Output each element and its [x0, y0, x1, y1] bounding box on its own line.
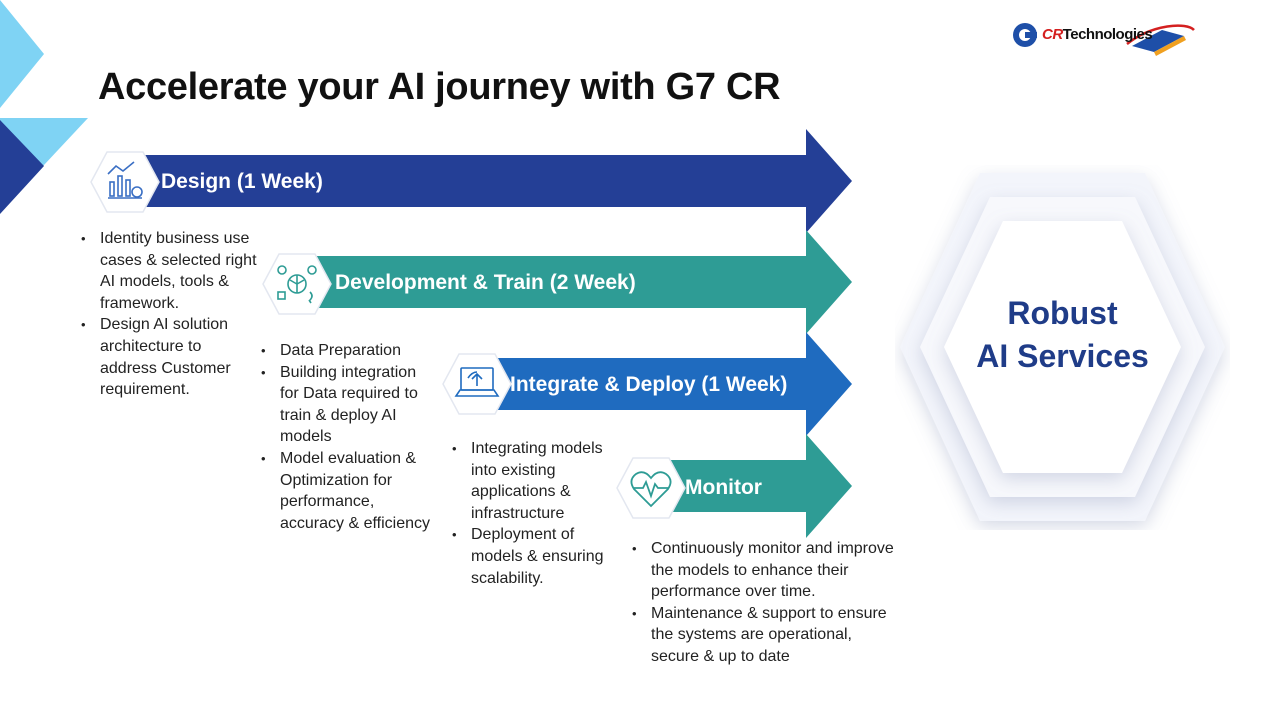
development-arrow: [290, 230, 852, 334]
page-title: Accelerate your AI journey with G7 CR: [98, 66, 781, 108]
ai-brain-gear-icon: [262, 253, 332, 315]
monitor-arrow: [650, 434, 852, 538]
integrate-arrow: [478, 332, 852, 436]
robust-line-2: AI Services: [976, 338, 1149, 374]
robust-ai-services-text: Robust AI Services: [960, 292, 1165, 378]
monitor-bullets: Continuously monitor and improve the mod…: [632, 538, 894, 668]
design-bullets: Identity business use cases & selected r…: [81, 228, 261, 401]
robust-hexagon-group: [900, 173, 1225, 521]
heart-pulse-icon: [616, 457, 686, 519]
phase-label-integrate: Integrate & Deploy (1 Week): [510, 373, 788, 396]
design-arrow: [120, 129, 852, 233]
development-bullets: Data Preparation Building integration fo…: [261, 340, 433, 534]
list-item: Maintenance & support to ensure the syst…: [632, 603, 894, 668]
laptop-deploy-icon: [442, 353, 512, 415]
phase-label-development: Development & Train (2 Week): [335, 271, 636, 294]
corner-decoration: [0, 0, 88, 214]
list-item: Continuously monitor and improve the mod…: [632, 538, 894, 603]
phase-label-design: Design (1 Week): [161, 170, 323, 193]
list-item: Deployment of models & ensuring scalabil…: [452, 524, 612, 589]
phase-label-monitor: Monitor: [685, 476, 762, 499]
integrate-bullets: Integrating models into existing applica…: [452, 438, 612, 589]
list-item: Design AI solution architecture to addre…: [81, 314, 261, 400]
inner-hexagon: [944, 221, 1181, 473]
logo-wordmark: CRTechnologies: [1042, 26, 1153, 43]
analytics-chart-icon: [90, 151, 160, 213]
logo-prefix: CR: [1042, 26, 1063, 43]
list-item: Identity business use cases & selected r…: [81, 228, 261, 314]
company-logo: CRTechnologies: [1012, 16, 1197, 56]
list-item: Model evaluation & Optimization for perf…: [261, 448, 433, 534]
list-item: Building integration for Data required t…: [261, 362, 433, 448]
laptop-swoosh-icon: [1126, 24, 1195, 56]
logo-suffix: Technologies: [1062, 26, 1153, 43]
list-item: Integrating models into existing applica…: [452, 438, 612, 524]
list-item: Data Preparation: [261, 340, 433, 362]
robust-line-1: Robust: [1007, 295, 1118, 331]
logo-graphic: [1013, 23, 1195, 56]
